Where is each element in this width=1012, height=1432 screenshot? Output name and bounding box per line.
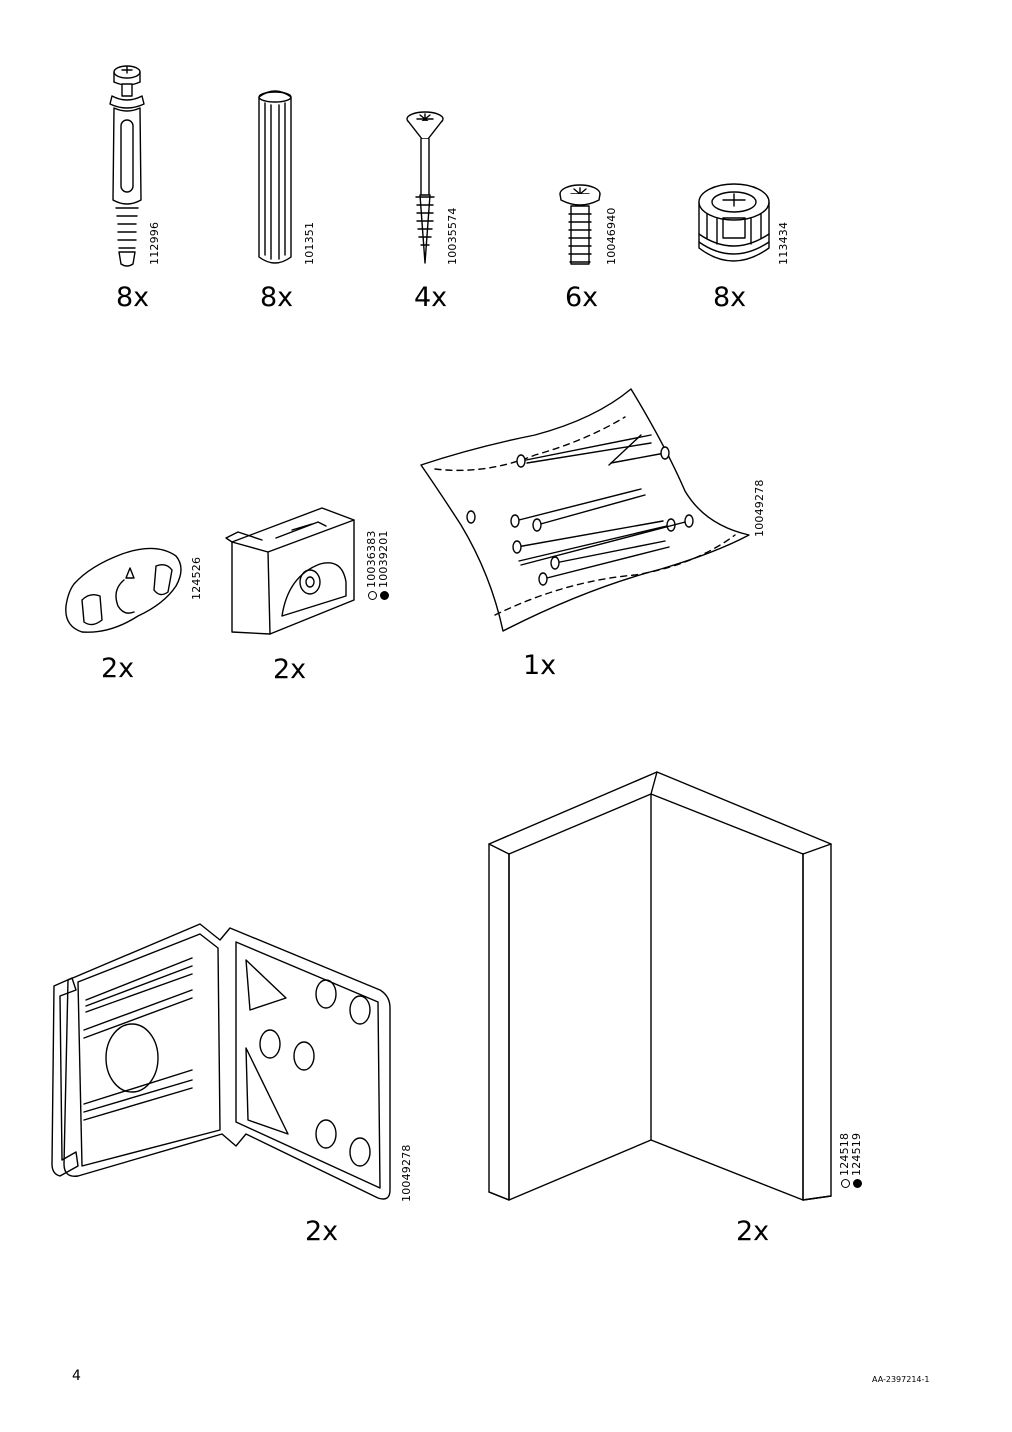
part-number: 10046940 xyxy=(605,207,618,265)
part-number: 113434 xyxy=(777,221,790,265)
part-cam-bolt: 112996 8x xyxy=(100,60,170,313)
quantity: 4x xyxy=(414,282,448,313)
quantity: 2x xyxy=(101,653,135,684)
filled-circle-icon xyxy=(852,1179,862,1188)
nail-bag-icon xyxy=(420,388,750,632)
quantity: 8x xyxy=(713,282,747,313)
cam-lock-icon xyxy=(698,183,770,262)
part-angle-bracket: 10049278 2x xyxy=(50,920,430,1250)
part-number: 112996 xyxy=(148,221,161,265)
quantity: 2x xyxy=(273,654,307,685)
quantity: 2x xyxy=(736,1216,770,1247)
part-numbers: 10036383 10039201 xyxy=(365,530,390,600)
filled-circle-icon xyxy=(379,591,389,600)
quantity: 2x xyxy=(305,1216,339,1247)
part-number: 124526 xyxy=(190,556,203,600)
part-number: 10049278 xyxy=(753,479,766,537)
angle-bracket-icon xyxy=(51,923,391,1200)
wood-dowel-icon xyxy=(258,90,292,264)
quantity: 8x xyxy=(260,282,294,313)
part-number: 10035574 xyxy=(446,207,459,265)
corner-panel-icon xyxy=(488,771,832,1201)
open-circle-icon xyxy=(367,591,377,600)
part-shelf-support: 124526 2x xyxy=(60,540,210,690)
part-corner-panel: 124518 124519 2x xyxy=(485,768,885,1250)
quantity: 1x xyxy=(523,650,557,681)
open-circle-icon xyxy=(840,1179,850,1188)
part-numbers: 124518 124519 xyxy=(838,1132,863,1188)
part-short-screw: 10046940 6x xyxy=(553,182,623,313)
quantity: 6x xyxy=(565,282,599,313)
part-number: 10039201 xyxy=(377,530,390,588)
short-screw-icon xyxy=(559,184,601,265)
quantity: 8x xyxy=(116,282,150,313)
page-number: 4 xyxy=(72,1368,81,1384)
part-suspension-bracket: 10036383 10039201 2x xyxy=(222,500,402,690)
part-wood-screw: 10035574 4x xyxy=(400,105,470,313)
part-wood-dowel: 101351 8x xyxy=(245,85,316,313)
part-number: 101351 xyxy=(303,221,316,265)
shelf-support-icon xyxy=(65,547,182,633)
part-number: 124519 xyxy=(850,1132,863,1176)
suspension-bracket-icon xyxy=(225,507,355,635)
part-number: 10049278 xyxy=(400,1144,413,1202)
cam-bolt-icon xyxy=(109,65,145,267)
part-nail-bag: 10049278 1x xyxy=(415,385,775,690)
document-id: AA-2397214-1 xyxy=(872,1375,930,1384)
wood-screw-icon xyxy=(406,111,444,264)
part-cam-lock: 113434 8x xyxy=(695,178,795,313)
